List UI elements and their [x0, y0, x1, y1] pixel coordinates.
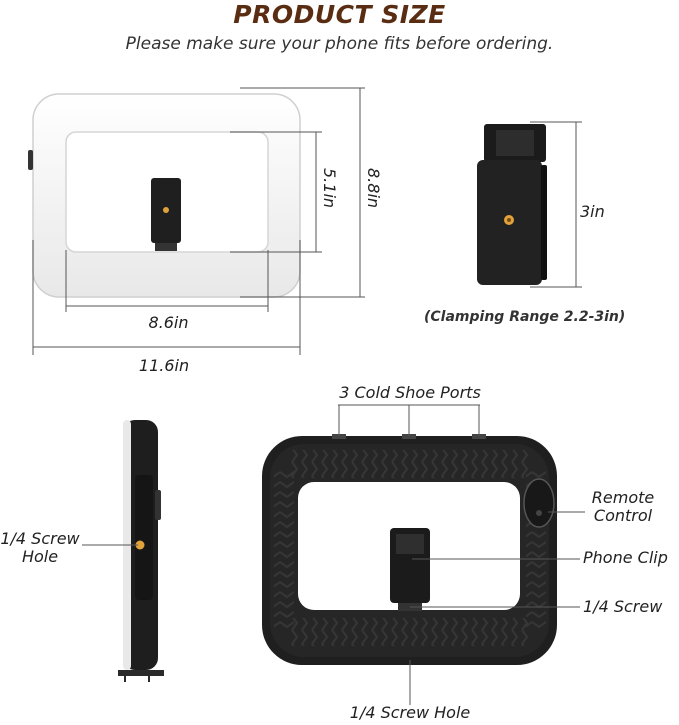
- screw-label: 1/4 Screw: [583, 597, 663, 616]
- front-light-panel: [28, 93, 301, 298]
- remote-control-label: Remote Control: [591, 488, 655, 526]
- cold-shoe-label: 3 Cold Shoe Ports: [339, 383, 481, 402]
- side-screw-hole-label: 1/4 Screw Hole: [0, 529, 80, 567]
- dim-width-outer: 11.6in: [138, 356, 190, 375]
- page-title: PRODUCT SIZE: [233, 0, 446, 29]
- back-pointer-lines: [338, 404, 585, 705]
- dim-height-inner: 5.1in: [320, 168, 339, 209]
- back-dark-frame: [262, 434, 557, 665]
- dim-width-inner: 8.6in: [148, 313, 189, 332]
- clamping-range-label: (Clamping Range 2.2-3in): [424, 309, 626, 325]
- front-dimension-lines: [32, 87, 365, 355]
- page-subtitle: Please make sure your phone fits before …: [125, 34, 554, 54]
- side-view: [118, 420, 164, 682]
- phone-clip-label: Phone Clip: [583, 548, 668, 567]
- clip-height-label: 3in: [580, 202, 605, 221]
- phone-clip-view: [477, 124, 547, 285]
- dim-height-outer: 8.8in: [364, 168, 383, 209]
- clip-dimension-lines: [530, 121, 582, 288]
- bottom-screw-hole-label: 1/4 Screw Hole: [349, 703, 471, 722]
